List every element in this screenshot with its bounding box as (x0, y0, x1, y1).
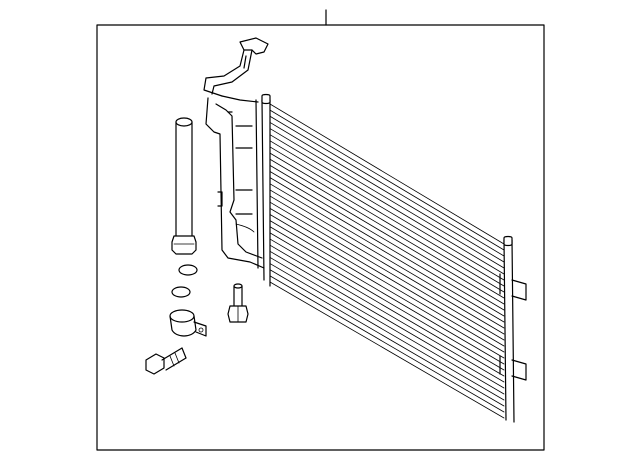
fin-tube (269, 152, 505, 293)
side-tank (205, 97, 265, 269)
fin-tube (269, 220, 505, 359)
fin-tube (269, 115, 505, 257)
frame (96, 24, 545, 451)
fin-tube (269, 207, 505, 347)
fin-tube (269, 281, 505, 419)
fin-tube (269, 171, 505, 311)
fin-tube (269, 103, 505, 245)
fin-tube (269, 146, 505, 287)
fin-tube (269, 195, 505, 335)
fin-tube (269, 189, 505, 329)
fin-tube (269, 250, 505, 389)
bolt (145, 347, 187, 375)
fitting (227, 283, 249, 323)
fin-tube (269, 109, 505, 251)
fin-tube (269, 269, 505, 407)
fin-tube (269, 226, 505, 365)
fin-tube (269, 275, 505, 413)
mounting-bracket (169, 309, 207, 337)
fin-tube (269, 134, 505, 275)
fin-tube (269, 164, 505, 305)
inlet-pipe (203, 37, 269, 103)
fin-tube (269, 201, 505, 341)
receiver-drier (171, 117, 197, 255)
fin-tube (269, 183, 505, 323)
fin-tube (269, 238, 505, 377)
fin-tube (269, 257, 505, 395)
fin-tube (269, 232, 505, 371)
fin-tube (269, 244, 505, 383)
fin-tube (269, 214, 505, 353)
fin-tube (269, 128, 505, 269)
fin-tube (269, 140, 505, 281)
fin-tube (269, 263, 505, 401)
o-ring (171, 264, 198, 298)
condenser-core (255, 93, 527, 423)
fin-tube (269, 177, 505, 317)
fin-tube (269, 158, 505, 299)
fin-tube (269, 122, 505, 263)
